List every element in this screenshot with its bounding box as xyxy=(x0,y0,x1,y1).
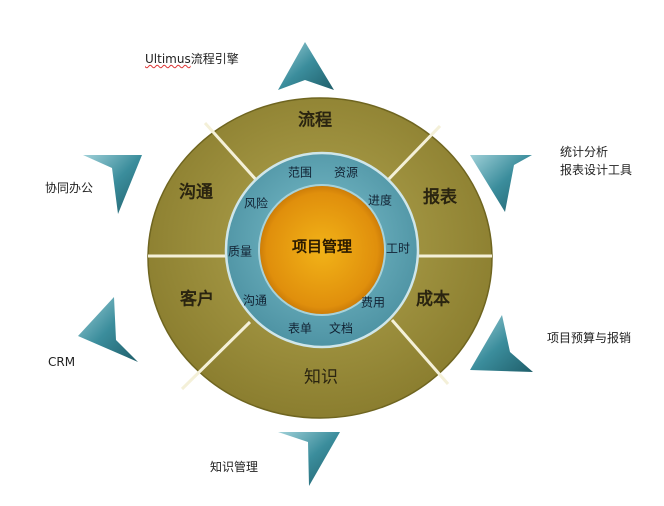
segment-customer: 客户 xyxy=(180,289,214,310)
label-crm: CRM xyxy=(48,355,76,369)
label-budget: 项目预算与报销 xyxy=(547,331,632,345)
arrow-bottom-icon xyxy=(278,432,340,486)
arrow-right-top-icon xyxy=(470,155,532,212)
ring-scope: 范围 xyxy=(287,165,313,180)
arrow-top-icon xyxy=(278,42,334,90)
ring-forms: 表单 xyxy=(287,321,313,336)
segment-dividers xyxy=(148,121,492,391)
ring-documents: 文档 xyxy=(328,321,354,336)
segment-report: 报表 xyxy=(423,187,457,208)
label-collaboration: 协同办公 xyxy=(45,181,94,195)
core-circle xyxy=(258,184,386,316)
ring-resources: 资源 xyxy=(333,165,359,180)
ring-schedule: 进度 xyxy=(367,193,393,208)
segment-cost: 成本 xyxy=(416,289,450,310)
label-knowledge-mgmt: 知识管理 xyxy=(210,460,259,474)
segment-process: 流程 xyxy=(298,110,332,131)
ring-risk: 风险 xyxy=(243,196,269,211)
arrow-right-bottom-icon xyxy=(470,315,533,372)
center-project-management: 项目管理 xyxy=(291,237,353,256)
label-ultimus-workflow: Ultimus流程引擎 xyxy=(145,52,239,66)
segment-knowledge: 知识 xyxy=(304,367,338,388)
segment-communication: 沟通 xyxy=(179,182,213,203)
ring-expenses: 费用 xyxy=(360,295,386,310)
label-statistics: 统计分析 xyxy=(560,145,609,159)
ring-quality: 质量 xyxy=(227,244,253,259)
label-report-designer: 报表设计工具 xyxy=(560,163,633,177)
ring-hours: 工时 xyxy=(385,241,411,256)
arrow-left-bottom-icon xyxy=(78,297,138,362)
ring-communication: 沟通 xyxy=(242,293,268,308)
arrow-left-top-icon xyxy=(83,155,142,214)
